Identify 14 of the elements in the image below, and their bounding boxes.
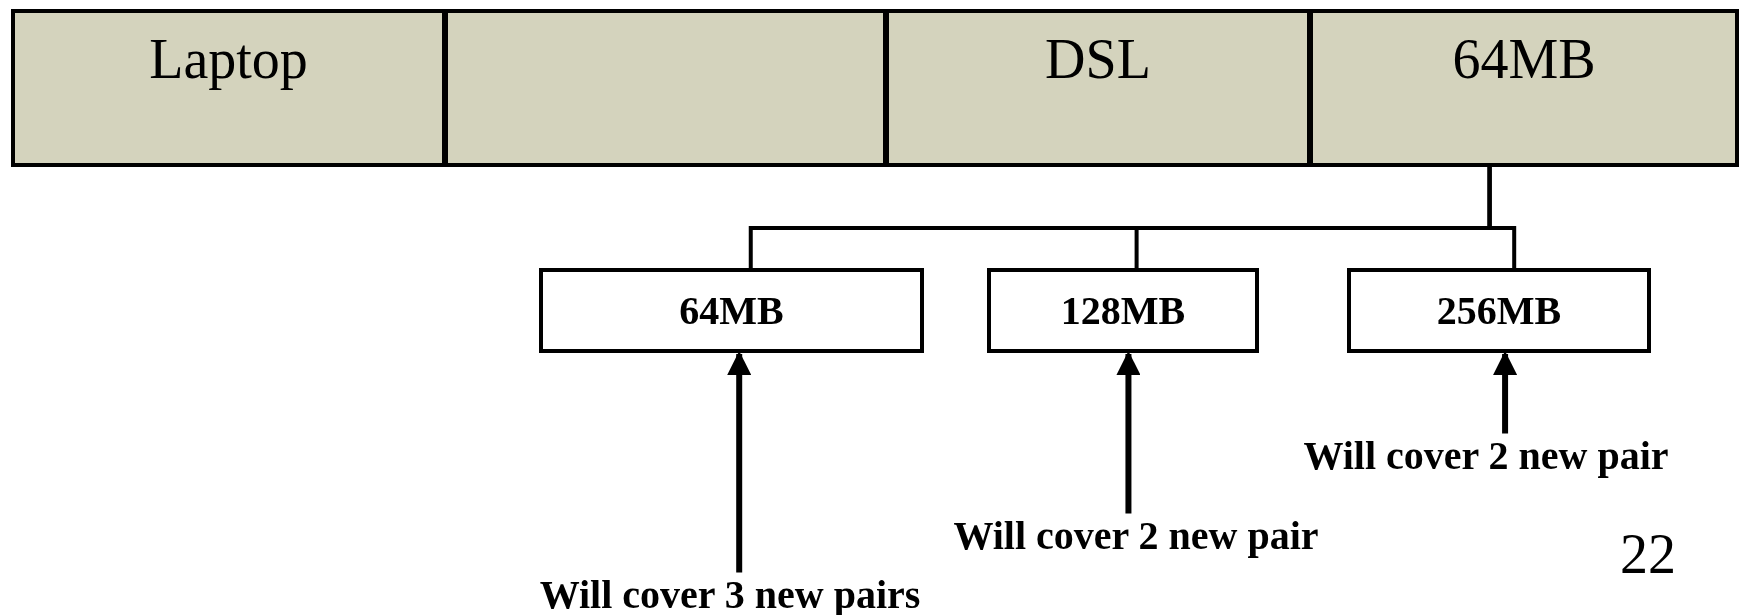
connector-line [1487,167,1517,268]
arrow [1116,351,1141,514]
memory-option-box: 256MB [1347,268,1651,353]
device-cell: Laptop [11,9,446,167]
connection-cell: DSL [885,9,1311,167]
memory-option-box: 64MB [539,268,924,353]
os-cell [444,9,887,167]
annotation-text: Will cover 2 new pair [953,511,1319,559]
annotation-text: Will cover 2 new pair [1303,431,1669,479]
memory-cell: 64MB [1309,9,1739,167]
arrow [727,351,752,573]
page-number: 22 [1620,522,1676,586]
memory-option-box: 128MB [987,268,1259,353]
arrow [1493,351,1518,434]
